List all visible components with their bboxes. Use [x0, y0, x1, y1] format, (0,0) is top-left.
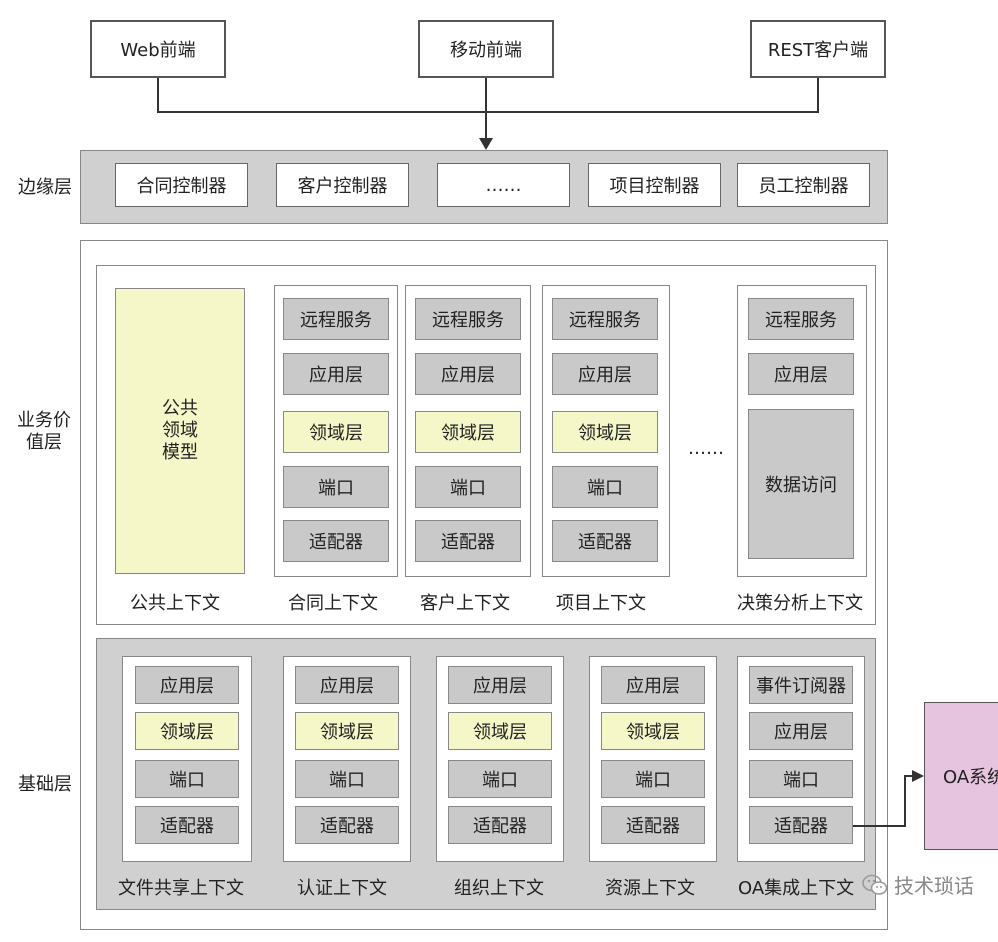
customer-adapter: 适配器	[415, 520, 521, 562]
business-layer-label: 业务价值层	[12, 410, 76, 454]
resource-adapter: 适配器	[601, 806, 705, 844]
customer-application-layer: 应用层	[415, 353, 521, 395]
public-domain-model-text: 公共领域模型	[162, 398, 198, 463]
org-adapter: 适配器	[448, 806, 552, 844]
oa-system: OA系统	[924, 702, 998, 850]
public-domain-model: 公共领域模型	[115, 288, 245, 574]
connector-mobile	[485, 78, 487, 140]
contract-application-layer: 应用层	[283, 353, 389, 395]
decision-context-name: 决策分析上下文	[737, 593, 863, 614]
customer-port: 端口	[415, 466, 521, 508]
auth-application-layer: 应用层	[295, 666, 399, 704]
oa-connector-top	[904, 775, 914, 777]
auth-domain-layer: 领域层	[295, 712, 399, 750]
oa-connector-vertical	[904, 775, 906, 827]
project-application-layer: 应用层	[552, 353, 658, 395]
oa-application-layer: 应用层	[749, 712, 853, 750]
project-remote-service: 远程服务	[552, 298, 658, 340]
org-application-layer: 应用层	[448, 666, 552, 704]
customer-context-name: 客户上下文	[420, 593, 510, 614]
foundation-layer-label: 基础层	[18, 774, 72, 795]
decision-remote-service: 远程服务	[748, 298, 854, 340]
decision-data-access: 数据访问	[748, 409, 854, 559]
project-context-name: 项目上下文	[556, 593, 646, 614]
contract-adapter: 适配器	[283, 520, 389, 562]
contract-context-name: 合同上下文	[288, 593, 378, 614]
fileshare-context-name: 文件共享上下文	[118, 878, 244, 899]
oa-context-name: OA集成上下文	[738, 878, 855, 899]
business-ellipsis: ……	[688, 438, 724, 459]
watermark-text: 技术琐话	[894, 874, 974, 898]
controller-employee: 员工控制器	[737, 163, 870, 207]
contract-remote-service: 远程服务	[283, 298, 389, 340]
resource-context-name: 资源上下文	[605, 878, 695, 899]
public-context-name: 公共上下文	[130, 593, 220, 614]
project-port: 端口	[552, 466, 658, 508]
business-layer-label-text: 业务价值层	[17, 410, 71, 453]
fileshare-application-layer: 应用层	[135, 666, 239, 704]
fileshare-adapter: 适配器	[135, 806, 239, 844]
resource-application-layer: 应用层	[601, 666, 705, 704]
auth-context-name: 认证上下文	[297, 878, 387, 899]
connector-web	[157, 78, 159, 112]
resource-port: 端口	[601, 760, 705, 798]
controller-contract: 合同控制器	[115, 163, 248, 207]
resource-domain-layer: 领域层	[601, 712, 705, 750]
edge-layer-label: 边缘层	[18, 177, 72, 198]
arrow-right-icon	[912, 770, 924, 782]
contract-domain-layer: 领域层	[283, 411, 389, 453]
oa-port: 端口	[749, 760, 853, 798]
auth-port: 端口	[295, 760, 399, 798]
controller-project: 项目控制器	[588, 163, 721, 207]
project-adapter: 适配器	[552, 520, 658, 562]
fileshare-port: 端口	[135, 760, 239, 798]
org-context-name: 组织上下文	[454, 878, 544, 899]
connector-horizontal	[157, 111, 819, 113]
project-domain-layer: 领域层	[552, 411, 658, 453]
wechat-icon	[862, 874, 888, 895]
customer-remote-service: 远程服务	[415, 298, 521, 340]
oa-adapter: 适配器	[749, 806, 853, 844]
auth-adapter: 适配器	[295, 806, 399, 844]
oa-system-label: OA系统	[943, 767, 998, 788]
oa-connector-horizontal	[853, 825, 905, 827]
controller-customer: 客户控制器	[276, 163, 409, 207]
decision-application-layer: 应用层	[748, 353, 854, 395]
client-web: Web前端	[90, 20, 226, 78]
customer-domain-layer: 领域层	[415, 411, 521, 453]
client-mobile: 移动前端	[418, 20, 554, 78]
connector-rest	[817, 78, 819, 112]
org-port: 端口	[448, 760, 552, 798]
watermark: 技术琐话	[862, 870, 974, 899]
contract-port: 端口	[283, 466, 389, 508]
org-domain-layer: 领域层	[448, 712, 552, 750]
fileshare-domain-layer: 领域层	[135, 712, 239, 750]
controller-ellipsis: ……	[437, 163, 570, 207]
client-rest: REST客户端	[750, 20, 886, 78]
oa-event-subscriber: 事件订阅器	[749, 666, 853, 704]
arrow-down-icon	[479, 138, 493, 150]
